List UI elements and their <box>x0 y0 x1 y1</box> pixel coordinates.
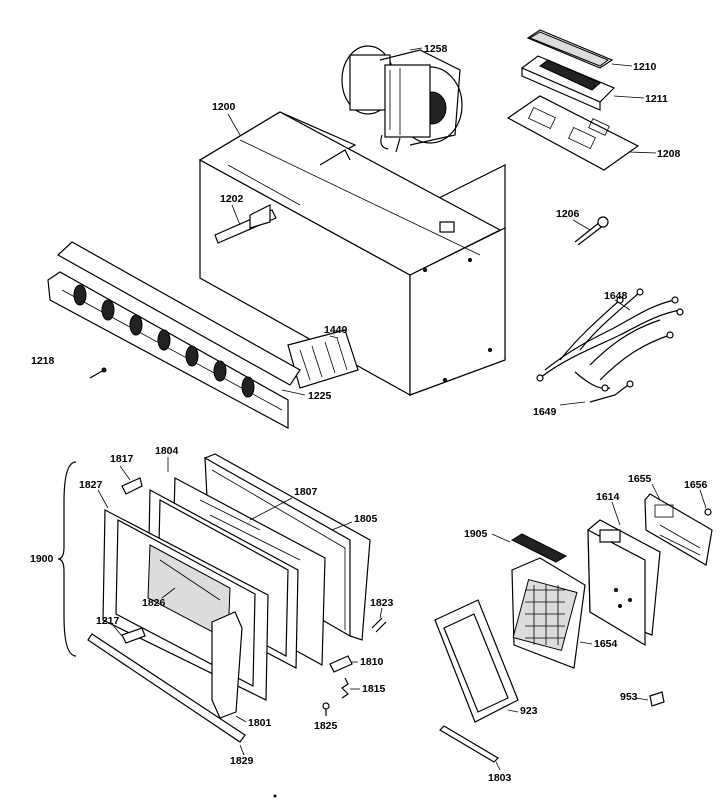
label-1202: 1202 <box>220 193 244 205</box>
label-1825: 1825 <box>314 720 338 732</box>
bracket-1202 <box>214 204 277 244</box>
label-1208: 1208 <box>657 148 681 160</box>
label-1815: 1815 <box>362 683 386 695</box>
label-1258: 1258 <box>424 43 448 55</box>
label-1217: 1217 <box>96 615 120 627</box>
stray-dot <box>273 794 277 798</box>
label-1654: 1654 <box>594 638 618 650</box>
label-1807: 1807 <box>294 486 318 498</box>
door-assembly <box>57 453 387 756</box>
label-1801: 1801 <box>248 717 272 729</box>
screw-1218 <box>89 367 107 379</box>
label-1805: 1805 <box>354 513 378 525</box>
label-1200: 1200 <box>212 101 236 113</box>
label-1829: 1829 <box>230 755 254 767</box>
label-1656: 1656 <box>684 479 708 491</box>
label-1206: 1206 <box>556 208 580 220</box>
vent-panel-1225 <box>47 241 306 430</box>
label-1648: 1648 <box>604 290 628 302</box>
label-1905: 1905 <box>464 528 488 540</box>
label-1210: 1210 <box>633 61 657 73</box>
label-1826: 1826 <box>142 597 166 609</box>
label-1900: 1900 <box>30 553 54 565</box>
damper-plate-assembly <box>506 29 657 171</box>
blower-assembly <box>341 45 463 153</box>
label-1614: 1614 <box>596 491 620 503</box>
label-923: 923 <box>520 705 538 717</box>
thermal-cutout-1206 <box>572 216 609 246</box>
vent-grille-1440 <box>287 329 359 389</box>
label-1804: 1804 <box>155 445 179 457</box>
label-953: 953 <box>620 691 638 703</box>
label-1655: 1655 <box>628 473 652 485</box>
label-1827: 1827 <box>79 479 103 491</box>
label-1823: 1823 <box>370 597 394 609</box>
label-1218: 1218 <box>31 355 55 367</box>
label-1810: 1810 <box>360 656 384 668</box>
wire-harness <box>536 288 684 406</box>
label-1649: 1649 <box>533 406 557 418</box>
label-1440: 1440 <box>324 324 348 336</box>
label-1225: 1225 <box>308 390 332 402</box>
label-1803: 1803 <box>488 772 512 784</box>
label-1817: 1817 <box>110 453 134 465</box>
label-1211: 1211 <box>645 93 668 105</box>
control-panel-assembly <box>434 483 713 771</box>
